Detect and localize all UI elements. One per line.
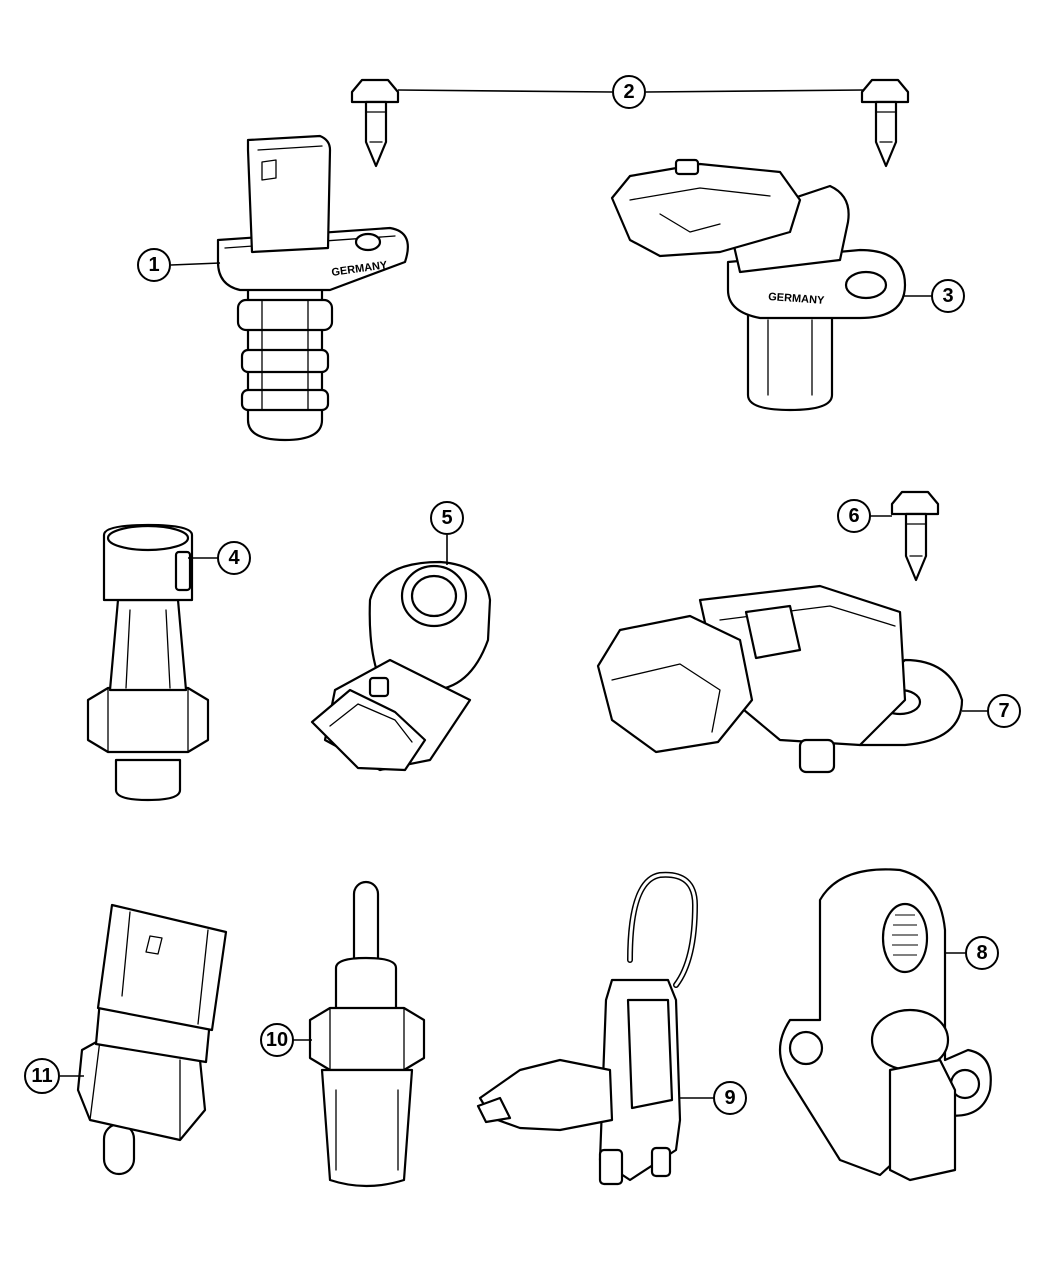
callout-1-label: 1 — [148, 254, 159, 276]
callout-8: 8 — [965, 936, 999, 970]
callout-2: 2 — [612, 75, 646, 109]
callout-6-label: 6 — [848, 505, 859, 527]
callout-11-label: 11 — [31, 1065, 52, 1087]
flanged-sensor-part-8 — [779, 868, 992, 1182]
germany-stamp-part-3: GERMANY — [768, 291, 826, 307]
cam-sensor-part-1: GERMANY — [216, 134, 409, 442]
callout-4: 4 — [217, 541, 251, 575]
callout-3: 3 — [931, 279, 965, 313]
callout-7-label: 7 — [998, 700, 1009, 722]
callout-10: 10 — [260, 1023, 294, 1057]
callout-5-label: 5 — [441, 507, 452, 529]
bolt-right-part-2 — [860, 78, 910, 168]
wired-sensor-part-9 — [476, 871, 698, 1186]
callout-9-label: 9 — [724, 1087, 735, 1109]
map-sensor-part-7 — [596, 584, 964, 774]
callout-7: 7 — [987, 694, 1021, 728]
callout-10-label: 10 — [266, 1029, 288, 1051]
bolt-left-part-2 — [350, 78, 400, 168]
callout-6: 6 — [837, 499, 871, 533]
callout-3-label: 3 — [942, 285, 953, 307]
leader-lines — [60, 89, 988, 1099]
switch-part-11 — [76, 903, 228, 1176]
bolt-part-6 — [890, 490, 940, 582]
callout-11: 11 — [24, 1058, 60, 1094]
callout-2-label: 2 — [623, 81, 634, 103]
temp-sensor-part-10 — [308, 880, 426, 1188]
callout-4-label: 4 — [228, 547, 240, 569]
knock-sensor-part-5 — [310, 560, 492, 772]
callout-5: 5 — [430, 501, 464, 535]
cam-sensor-part-3: GERMANY — [610, 158, 907, 412]
callout-8-label: 8 — [976, 942, 987, 964]
callout-1: 1 — [137, 248, 171, 282]
pressure-switch-part-4 — [86, 523, 210, 802]
callout-9: 9 — [713, 1081, 747, 1115]
